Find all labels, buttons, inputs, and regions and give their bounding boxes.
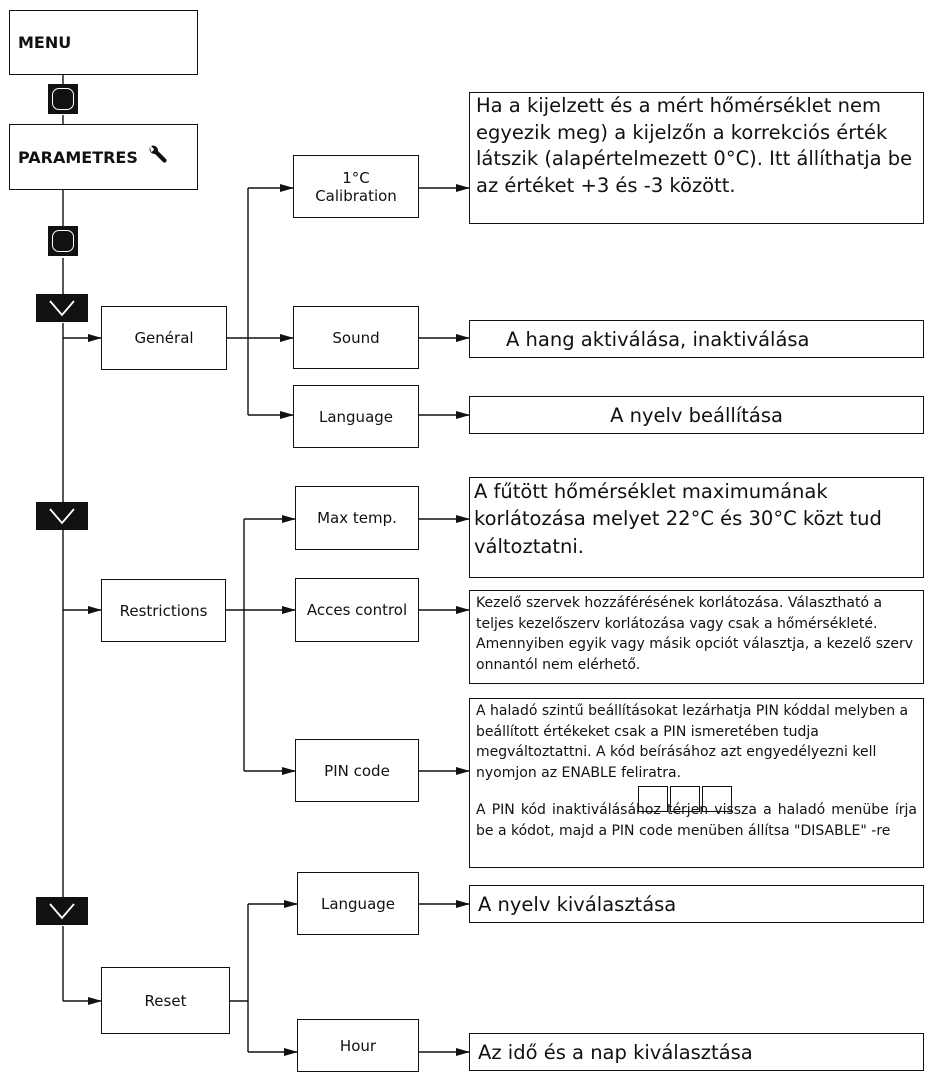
item-access-control[interactable]: Acces control bbox=[295, 578, 419, 642]
access-control-description: Kezelő szervek hozzáférésének korlátozás… bbox=[469, 590, 924, 684]
calibration-description: Ha a kijelzett és a mért hőmérséklet nem… bbox=[469, 92, 924, 224]
pin-digit-box bbox=[701, 785, 732, 812]
item-language-general[interactable]: Language bbox=[293, 385, 419, 448]
pin-digit-box bbox=[637, 785, 668, 812]
item-pin-code[interactable]: PIN code bbox=[295, 739, 419, 802]
access-control-description-text: Kezelő szervek hozzáférésének korlátozás… bbox=[476, 595, 914, 674]
pin-digit-box bbox=[669, 785, 700, 812]
max-temp-description: A fűtött hőmérséklet maximumának korláto… bbox=[469, 477, 924, 578]
sound-label: Sound bbox=[332, 328, 380, 347]
language-general-label: Language bbox=[318, 407, 394, 426]
hour-description-text: Az idő és a nap kiválasztása bbox=[478, 1040, 753, 1064]
round-button-icon[interactable] bbox=[48, 226, 78, 256]
chevron-down-icon[interactable] bbox=[36, 897, 88, 925]
round-button-icon[interactable] bbox=[48, 84, 78, 114]
category-reset[interactable]: Reset bbox=[101, 967, 230, 1034]
parametres-box[interactable]: PARAMETRES bbox=[9, 124, 198, 190]
item-calibration[interactable]: 1°C Calibration bbox=[293, 155, 419, 218]
calibration-label-line2: Calibration bbox=[315, 186, 397, 205]
category-restrictions[interactable]: Restrictions bbox=[101, 579, 226, 642]
chevron-down-icon[interactable] bbox=[36, 294, 88, 322]
access-control-label: Acces control bbox=[306, 601, 408, 619]
chevron-down-icon[interactable] bbox=[36, 502, 88, 530]
item-hour[interactable]: Hour bbox=[297, 1019, 419, 1072]
pin-code-description-text: A haladó szintű beállításokat lezárhatja… bbox=[476, 703, 909, 782]
item-language-reset[interactable]: Language bbox=[297, 872, 419, 935]
category-general[interactable]: Genéral bbox=[101, 306, 227, 370]
language-general-description-text: A nyelv beállítása bbox=[610, 403, 783, 427]
wrench-icon bbox=[146, 144, 168, 170]
language-reset-description: A nyelv kiválasztása bbox=[469, 885, 924, 923]
language-reset-description-text: A nyelv kiválasztása bbox=[478, 892, 677, 916]
item-sound[interactable]: Sound bbox=[293, 306, 419, 369]
sound-description-text: A hang aktiválása, inaktiválása bbox=[506, 327, 810, 351]
sound-description: A hang aktiválása, inaktiválása bbox=[469, 320, 924, 358]
hour-description: Az idő és a nap kiválasztása bbox=[469, 1033, 924, 1071]
parametres-label: PARAMETRES bbox=[18, 147, 138, 167]
menu-label: MENU bbox=[18, 33, 72, 52]
calibration-description-text: Ha a kijelzett és a mért hőmérséklet nem… bbox=[476, 94, 913, 197]
pin-code-label: PIN code bbox=[324, 761, 390, 780]
menu-box[interactable]: MENU bbox=[9, 10, 198, 75]
language-general-description: A nyelv beállítása bbox=[469, 396, 924, 434]
category-restrictions-label: Restrictions bbox=[119, 601, 208, 620]
hour-label: Hour bbox=[339, 1036, 377, 1055]
pin-entry-squares bbox=[452, 785, 917, 812]
pin-code-disable-text: A PIN kód inaktiválásához térjen vissza … bbox=[476, 801, 917, 839]
max-temp-description-text: A fűtött hőmérséklet maximumának korláto… bbox=[474, 480, 882, 558]
max-temp-label: Max temp. bbox=[317, 509, 397, 527]
pin-code-description: A haladó szintű beállításokat lezárhatja… bbox=[469, 698, 924, 868]
language-reset-label: Language bbox=[320, 894, 396, 913]
calibration-label-line1: 1°C bbox=[342, 168, 370, 187]
category-reset-label: Reset bbox=[144, 991, 187, 1010]
category-general-label: Genéral bbox=[134, 329, 194, 347]
item-max-temp[interactable]: Max temp. bbox=[295, 486, 419, 550]
